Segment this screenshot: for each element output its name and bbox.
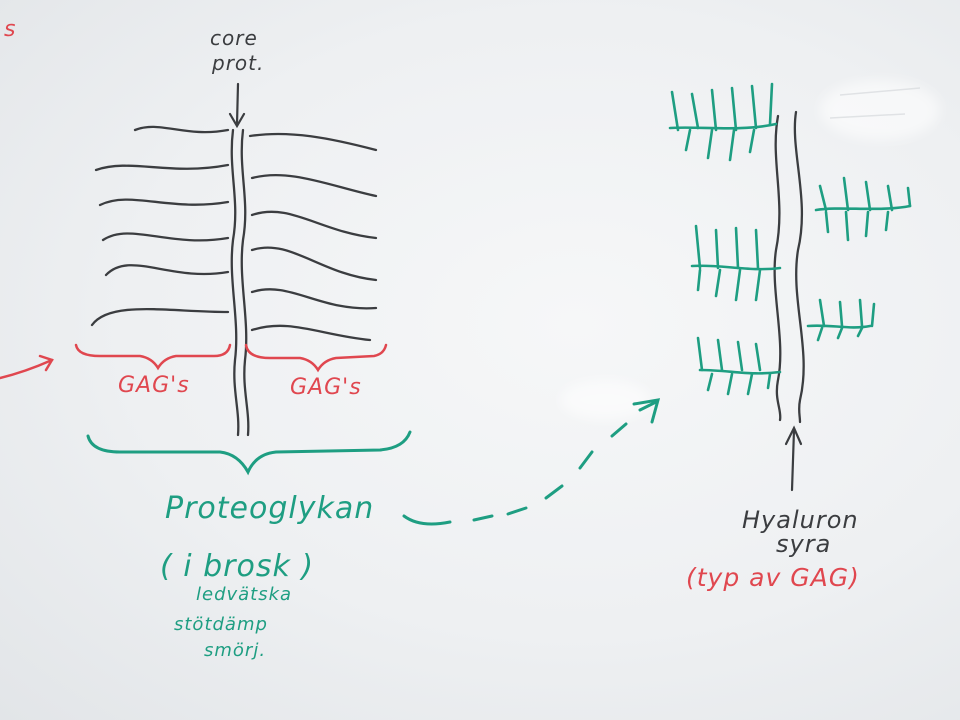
left-edge-arrow [0, 354, 54, 380]
gag-label-left: GAG's [118, 373, 190, 398]
gag-brace-left [74, 343, 232, 371]
proteoglycan-title: Proteoglykan [165, 491, 374, 526]
gag-type-note: (typ av GAG) [686, 563, 860, 592]
proteoglycan-cluster-3 [690, 224, 782, 302]
core-protein-strand [230, 128, 250, 437]
proteoglycan-diagram: core prot. [74, 26, 412, 661]
dashed-connector-arrow [402, 398, 661, 526]
hyaluronan-label-2: syra [776, 530, 831, 558]
gag-label-right: GAG's [290, 375, 362, 400]
proteoglycan-subtitle: ( i brosk ) [160, 549, 314, 584]
function-note-1: ledvätska [196, 584, 292, 605]
hyaluronan-arrow [784, 425, 803, 492]
proteoglycan-brace [86, 430, 412, 476]
gag-chains-right [248, 132, 378, 342]
hyaluronan-backbone [773, 110, 805, 424]
function-note-2: stötdämp [174, 614, 268, 635]
hyaluronan-label-1: Hyaluron [742, 506, 859, 534]
proteoglycan-cluster-5 [696, 336, 782, 396]
board-glare [560, 380, 650, 420]
function-note-3: smörj. [204, 640, 266, 661]
proteoglycan-cluster-2 [814, 176, 912, 242]
edge-letter: s [4, 17, 16, 42]
proteoglycan-cluster-1 [668, 82, 778, 162]
board-glare [820, 80, 940, 140]
gag-brace-right [244, 343, 388, 373]
gag-chains-left [90, 125, 230, 327]
core-protein-label-2: prot. [211, 51, 264, 75]
core-protein-label-1: core [210, 26, 258, 50]
proteoglycan-cluster-4 [806, 298, 876, 342]
core-protein-arrow [228, 82, 246, 129]
hyaluronic-acid-diagram: Hyaluron syra (typ av GAG) [668, 82, 912, 592]
board-ghost-marks [829, 87, 921, 119]
